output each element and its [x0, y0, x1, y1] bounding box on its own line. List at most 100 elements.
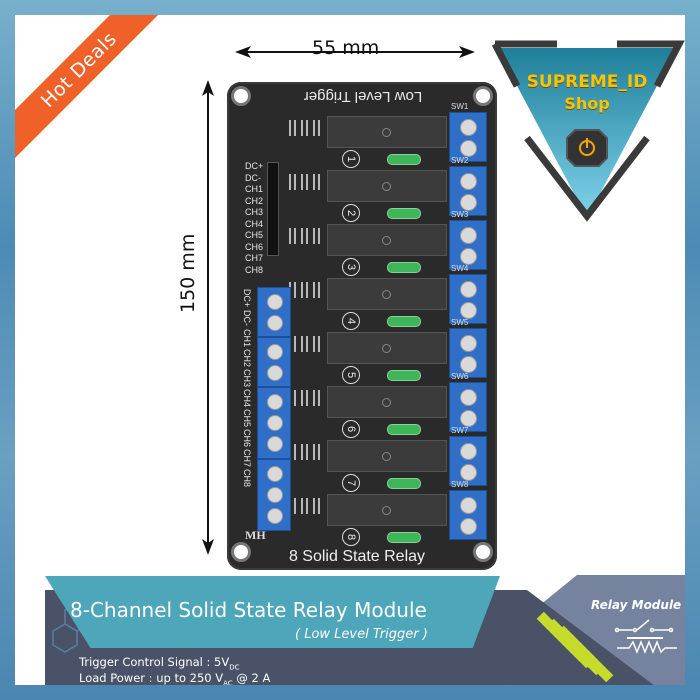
smd-components	[289, 228, 321, 244]
pin-label: CH4	[245, 218, 264, 229]
banner-title-band	[45, 576, 500, 648]
product-canvas: Hot Deals 55 mm 150 mm	[15, 15, 685, 685]
smd-components	[289, 444, 321, 460]
fuse	[387, 316, 421, 327]
terminal-label: CH3	[242, 368, 252, 387]
switch-terminal-block	[449, 220, 487, 270]
relay-switch-icon	[614, 619, 677, 655]
terminal-label: CH8	[242, 468, 252, 487]
channel-number: 1	[342, 150, 360, 168]
pin-label: CH7	[245, 253, 264, 263]
ssr-relay	[327, 386, 447, 418]
dimension-arrows	[202, 46, 475, 555]
relay-board: Low Level Trigger DC+ DC- CH1 CH2 CH3 CH…	[227, 82, 497, 570]
input-terminal-block	[257, 387, 291, 459]
width-dimension-label: 55 mm	[312, 37, 380, 59]
logo-triangle-icon	[491, 40, 685, 222]
ssr-relay	[327, 440, 447, 472]
ssr-relay	[327, 278, 447, 310]
input-terminal-labels: DC+ DC- CH1 CH2 CH3 CH4 CH5 CH6 CH7 CH8	[237, 288, 257, 488]
pin-label: CH6	[245, 241, 264, 252]
terminal-label: CH1	[242, 328, 252, 347]
switch-terminal-block	[449, 382, 487, 432]
product-title: 8-Channel Solid State Relay Module	[70, 598, 427, 622]
terminal-label: CH6	[242, 428, 252, 447]
channel-number: 3	[342, 258, 360, 276]
smd-components	[289, 336, 321, 352]
channel-number: 8	[342, 528, 360, 546]
input-terminal-block	[257, 337, 291, 387]
board-bottom-label: 8 Solid State Relay	[288, 548, 426, 565]
smd-components	[289, 282, 321, 298]
shop-logo: SUPREME_ID Shop	[487, 38, 685, 228]
terminal-label: CH5	[242, 408, 252, 427]
spec-load: Load Power : up to 250 VAC @ 2 A	[79, 671, 271, 685]
board-top-label: Low Level Trigger	[303, 88, 423, 105]
ssr-relay	[327, 170, 447, 202]
mount-hole	[231, 542, 251, 562]
switch-terminal-block	[449, 112, 487, 162]
switch-terminal-block	[449, 490, 487, 540]
switch-terminal-block	[449, 436, 487, 486]
height-dimension-label: 150 mm	[177, 233, 199, 313]
switch-label: SW1	[451, 102, 469, 111]
terminal-label: DC+	[242, 288, 252, 308]
smd-components	[289, 120, 321, 136]
channel-number: 4	[342, 312, 360, 330]
mount-hole	[473, 542, 493, 562]
mh-label: MH	[245, 528, 266, 542]
category-label: Relay Module	[591, 598, 682, 612]
pin-label: CH1	[245, 184, 264, 194]
fuse	[387, 424, 421, 435]
switch-terminal-block	[449, 274, 487, 324]
switch-label: SW7	[451, 426, 469, 435]
channel-number: 2	[342, 204, 360, 222]
pin-label: CH2	[245, 195, 264, 206]
pin-label: DC-	[245, 172, 261, 183]
mount-hole	[231, 86, 251, 106]
input-terminal-block	[257, 459, 291, 531]
pin-header-labels: DC+ DC- CH1 CH2 CH3 CH4 CH5 CH6 CH7 CH8	[245, 161, 263, 276]
fuse	[387, 370, 421, 381]
logo-line1: SUPREME_ID	[526, 72, 648, 92]
smd-components	[289, 390, 321, 406]
terminal-label: CH2	[242, 348, 252, 367]
ssr-relay	[327, 332, 447, 364]
pin-label: CH3	[245, 207, 264, 217]
pin-label: CH8	[245, 264, 264, 275]
height-arrow	[202, 80, 214, 555]
product-subtitle: ( Low Level Trigger )	[295, 627, 428, 642]
terminal-label: CH7	[242, 448, 252, 467]
switch-label: SW6	[451, 372, 469, 381]
pin-label: DC+	[245, 161, 264, 171]
logo-line2: Shop	[564, 94, 610, 113]
pin-header	[267, 162, 279, 256]
fuse	[387, 154, 421, 165]
fuse	[387, 478, 421, 489]
mount-hole	[473, 86, 493, 106]
switch-label: SW8	[451, 480, 469, 489]
switch-label: SW2	[451, 156, 469, 165]
fuse	[387, 208, 421, 219]
ssr-relay	[327, 116, 447, 148]
terminal-label: CH4	[242, 388, 252, 407]
switch-label: SW4	[451, 264, 469, 273]
smd-components	[289, 498, 321, 514]
terminal-label: DC-	[242, 310, 252, 326]
channel-number: 6	[342, 420, 360, 438]
input-terminal-block	[257, 287, 291, 337]
ssr-relay	[327, 224, 447, 256]
fuse	[387, 262, 421, 273]
switch-label: SW5	[451, 318, 469, 327]
channel-number: 5	[342, 366, 360, 384]
switch-terminal-block	[449, 166, 487, 216]
width-arrow	[235, 46, 475, 58]
spec-trigger: Trigger Control Signal : 5VDC	[79, 655, 240, 672]
ssr-relay	[327, 494, 447, 526]
smd-components	[289, 174, 321, 190]
switch-label: SW3	[451, 210, 469, 219]
channel-number: 7	[342, 474, 360, 492]
fuse	[387, 532, 421, 543]
pin-label: CH5	[245, 230, 264, 240]
switch-terminal-block	[449, 328, 487, 378]
